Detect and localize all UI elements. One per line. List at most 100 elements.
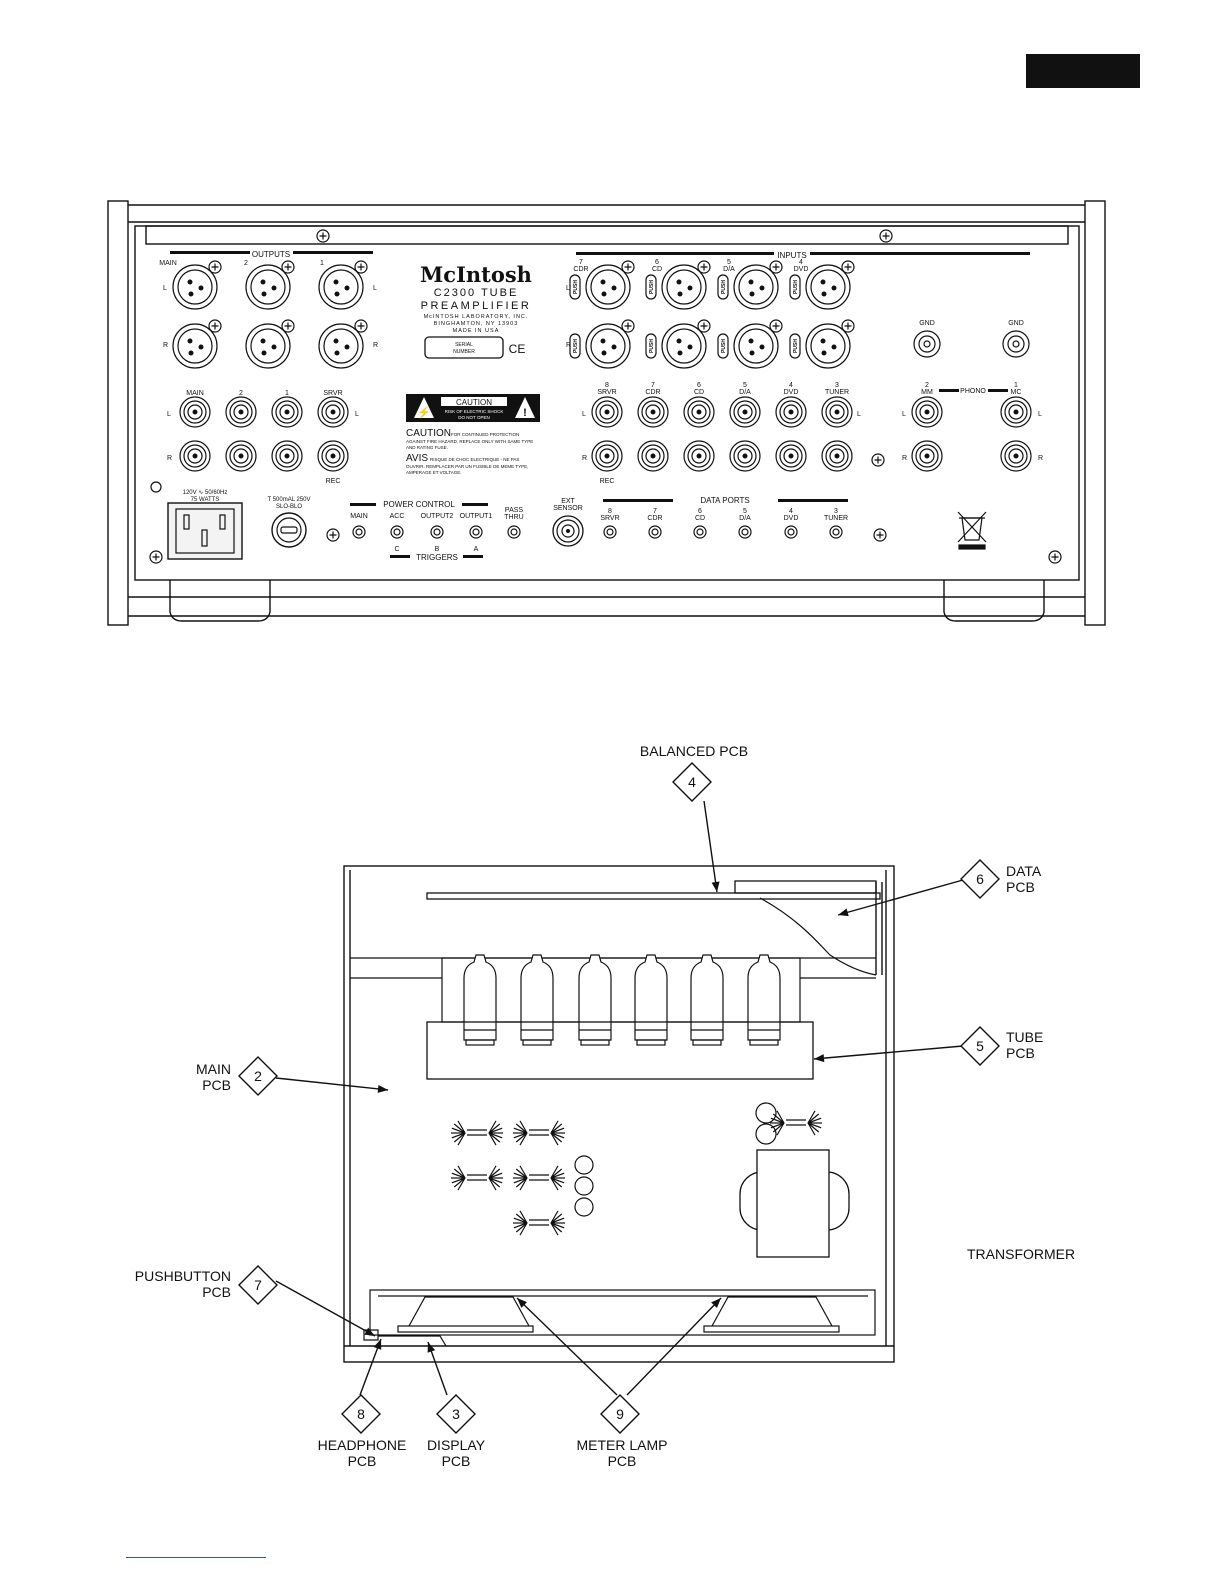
svg-text:OUTPUT1: OUTPUT1 — [460, 513, 493, 520]
svg-text:5: 5 — [976, 1038, 984, 1054]
ce-mark: CE — [509, 342, 526, 356]
footer-rule — [126, 1557, 266, 1558]
rear-panel-diagram: OUTPUTS INPUTS MAIN 2 1 L L R R McIntosh… — [107, 200, 1106, 626]
svg-text:PCB: PCB — [348, 1453, 377, 1469]
svg-text:5: 5 — [743, 382, 747, 389]
label-meter-lamp-pcb: METER LAMP — [576, 1437, 667, 1453]
mini-jack — [784, 525, 798, 539]
push-tab: PUSH — [569, 274, 581, 300]
screw — [208, 319, 222, 333]
leader-arrow — [837, 879, 964, 917]
xlr-jack — [661, 319, 711, 369]
svg-text:RISK OF ELECTRIC SHOCK: RISK OF ELECTRIC SHOCK — [445, 409, 504, 414]
svg-text:D/A: D/A — [739, 515, 751, 522]
tube-pcb — [426, 1021, 814, 1080]
mini-jack — [469, 525, 483, 539]
callout-leaders — [275, 800, 964, 1396]
label-balanced-pcb: BALANCED PCB — [640, 743, 748, 759]
rca-jack — [317, 440, 349, 472]
screw — [316, 229, 330, 243]
svg-text:MAIN: MAIN — [350, 513, 368, 520]
push-tab: PUSH — [717, 333, 729, 359]
svg-text:6: 6 — [698, 508, 702, 515]
svg-text:DVD: DVD — [784, 515, 799, 522]
svg-text:4: 4 — [799, 259, 803, 266]
mini-jack — [738, 525, 752, 539]
callout-diamond-6: 6 — [960, 859, 1000, 899]
rca-jack — [911, 396, 943, 428]
svg-text:⚡: ⚡ — [417, 406, 431, 419]
push-tab: PUSH — [569, 333, 581, 359]
top-chassis — [343, 865, 895, 1363]
xlr-input-jacks — [585, 260, 855, 369]
ext-sensor-jack: EXT SENSOR — [552, 498, 584, 547]
svg-text:PUSH: PUSH — [721, 339, 727, 353]
heatsink — [513, 1210, 565, 1236]
svg-text:SLO-BLO: SLO-BLO — [276, 504, 302, 510]
rca-jack — [775, 440, 807, 472]
vacuum-tube — [463, 954, 497, 1046]
rca-jack — [683, 440, 715, 472]
svg-text:TRIGGERS: TRIGGERS — [416, 553, 458, 562]
screw — [1048, 550, 1062, 564]
svg-text:8: 8 — [608, 508, 612, 515]
svg-text:8: 8 — [357, 1406, 365, 1422]
vacuum-tube — [520, 954, 554, 1046]
heatsink — [513, 1165, 565, 1191]
svg-text:PCB: PCB — [1006, 1045, 1035, 1061]
rca-jack — [637, 396, 669, 428]
xlr-jack — [318, 260, 368, 310]
svg-text:PCB: PCB — [608, 1453, 637, 1469]
heatsink — [451, 1120, 503, 1146]
xlr-jack — [172, 260, 222, 310]
xlr-jack — [245, 260, 295, 310]
vacuum-tube — [747, 954, 781, 1046]
power-inlet: 120V ∿ 50/60Hz 75 WATTS — [150, 481, 243, 560]
power-control-section: POWER CONTROL MAIN ACC OUTPUT2 OUTPUT1 P… — [350, 500, 524, 562]
label-tube-pcb: TUBE — [1006, 1029, 1043, 1045]
svg-text:BINGHAMTON, NY 13903: BINGHAMTON, NY 13903 — [434, 321, 519, 327]
svg-text:McINTOSH LABORATORY, INC.: McINTOSH LABORATORY, INC. — [424, 314, 529, 320]
screw — [769, 260, 783, 274]
svg-text:SRVR: SRVR — [597, 389, 616, 396]
vacuum-tube — [578, 954, 612, 1046]
svg-text:SENSOR: SENSOR — [553, 505, 583, 512]
data-pcb — [759, 897, 877, 976]
svg-text:GND: GND — [919, 320, 935, 327]
rca-jack — [317, 396, 349, 428]
leader-arrow — [275, 1077, 389, 1093]
mini-jack — [603, 525, 617, 539]
svg-text:CAUTION: CAUTION — [406, 428, 451, 439]
vacuum-tube — [634, 954, 668, 1046]
push-tab: PUSH — [645, 274, 657, 300]
svg-text:PUSH: PUSH — [793, 280, 799, 294]
svg-text:PUSH: PUSH — [721, 280, 727, 294]
callout-diamond-5: 5 — [960, 1026, 1000, 1066]
heatsink — [513, 1120, 565, 1146]
svg-text:R: R — [167, 455, 172, 462]
xlr-output-labels: MAIN 2 1 L L R R — [159, 260, 378, 349]
rca-jack — [1000, 396, 1032, 428]
svg-text:6: 6 — [697, 382, 701, 389]
screw — [326, 528, 340, 542]
svg-text:SERIAL: SERIAL — [455, 342, 473, 348]
svg-text:6: 6 — [655, 259, 659, 266]
mini-jack — [829, 525, 843, 539]
mini-jack — [693, 525, 707, 539]
svg-text:CDR: CDR — [647, 515, 662, 522]
rca-jack — [271, 440, 303, 472]
phono-labels: 2 MM 1 MC PHONO L L R R — [902, 382, 1043, 462]
svg-text:1: 1 — [1014, 382, 1018, 389]
rca-jack — [911, 440, 943, 472]
push-tab: PUSH — [645, 333, 657, 359]
svg-text:MC: MC — [1011, 389, 1022, 396]
xlr-input-labels: 7 CDR 6 CD 5 D/A 4 DVD L R GND GND — [566, 259, 1024, 349]
svg-text:!: ! — [523, 407, 527, 419]
model-name: C2300 TUBE — [434, 287, 519, 299]
callout-diamond-9: 9 — [600, 1394, 640, 1434]
label-data-pcb: DATA — [1006, 863, 1042, 879]
screw — [354, 319, 368, 333]
label-display-pcb: DISPLAY — [427, 1437, 486, 1453]
svg-text:MAIN: MAIN — [159, 260, 177, 267]
svg-text:PCB: PCB — [202, 1284, 231, 1300]
